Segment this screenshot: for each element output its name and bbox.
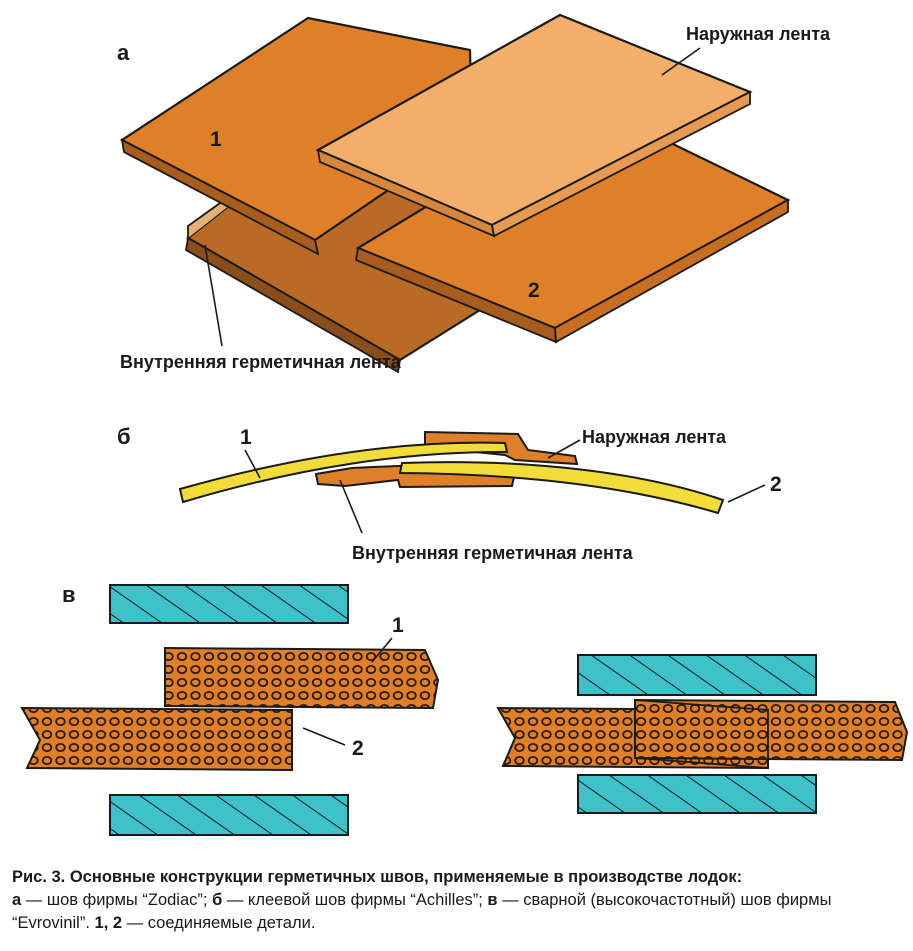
electrode-top-left <box>109 584 349 624</box>
caption-parts-key: 1, 2 <box>94 914 123 932</box>
outer-tape-sheet <box>315 13 753 238</box>
panel-b-letter: б <box>117 424 131 449</box>
seam-diagram: а 1 2 Наружная лента Внутренняя <box>20 13 909 836</box>
weld-zone <box>634 699 769 769</box>
panel-a-part-2-label: 2 <box>528 279 540 302</box>
electrode-top-right <box>577 654 817 696</box>
panel-b-inner-tape-leader <box>339 479 363 534</box>
panel-b-part-2-strip <box>398 461 725 515</box>
panel-b-part-2-label: 2 <box>770 473 782 496</box>
panel-v-before-welding: 1 2 <box>20 584 440 836</box>
panel-v-part-2-leader <box>302 727 346 746</box>
panel-v-part-1-sheet <box>164 646 440 710</box>
part-2-sheet <box>354 126 791 344</box>
panel-a: а 1 2 Наружная лента Внутренняя <box>117 13 831 374</box>
caption-b-text: — клеевой шов фирмы “Achilles”; <box>222 891 488 909</box>
caption-v-text: — сварной (высокочастотный) шов фирмы “E… <box>12 891 832 932</box>
panel-b-outer-tape-leader <box>547 439 581 459</box>
panel-a-part-1-label: 1 <box>210 128 222 151</box>
panel-b-part-2-leader <box>727 484 766 503</box>
panel-a-inner-tape-label: Внутренняя герметичная лента <box>120 352 402 372</box>
panel-b-outer-tape-label: Наружная лента <box>582 427 727 447</box>
caption-b-key: б <box>212 891 223 909</box>
figure-caption: Рис. 3. Основные конструкции герметичных… <box>12 866 902 935</box>
caption-v-key: в <box>487 891 498 909</box>
panel-v-after-welding <box>496 654 909 814</box>
panel-a-letter: а <box>117 40 130 65</box>
electrode-bottom-right <box>577 774 817 814</box>
caption-a-key: а <box>12 891 22 909</box>
caption-a-text: — шов фирмы “Zodiac”; <box>21 891 213 909</box>
panel-a-inner-tape-leader <box>204 244 223 347</box>
panel-v-part-2-label: 2 <box>352 737 364 760</box>
panel-b-inner-tape-label: Внутренняя герметичная лента <box>352 543 634 563</box>
panel-v: в 1 2 <box>20 582 909 836</box>
panel-v-part-2-sheet <box>20 706 293 772</box>
panel-b: б 1 2 Наружная лента Внутренняя герметич… <box>117 424 782 563</box>
panel-v-letter: в <box>62 582 76 607</box>
panel-v-part-1-leader <box>371 637 393 663</box>
panel-a-outer-tape-label: Наружная лента <box>686 24 831 44</box>
welded-part-right <box>634 698 909 762</box>
electrode-bottom-left <box>109 794 349 836</box>
panel-v-part-1-label: 1 <box>392 614 404 637</box>
panel-b-part-1-label: 1 <box>240 426 252 449</box>
panel-b-part-1-leader <box>244 449 261 479</box>
caption-parts-text: — соединяемые детали. <box>122 914 316 932</box>
panel-a-outer-tape-leader <box>661 47 701 76</box>
caption-title: Рис. 3. Основные конструкции герметичных… <box>12 868 743 886</box>
panel-b-part-1-strip <box>178 441 509 504</box>
